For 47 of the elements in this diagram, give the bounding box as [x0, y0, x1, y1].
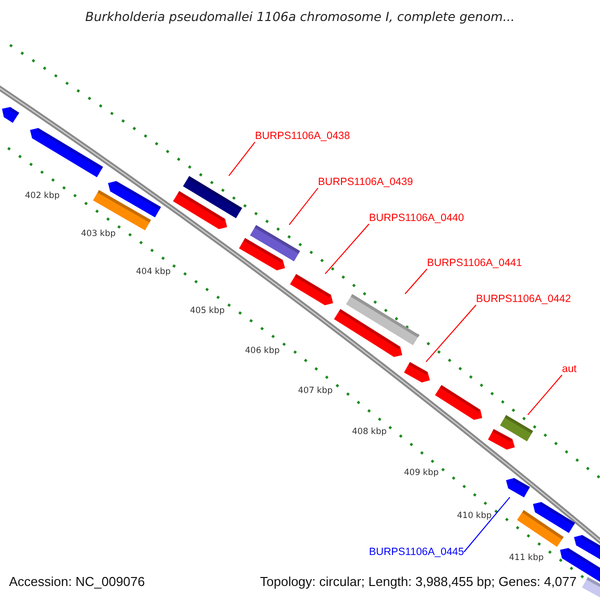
gene-feature — [250, 224, 300, 262]
position-label: 408 kbp — [352, 427, 387, 438]
map-title: Burkholderia pseudomallei 1106a chromosome I, complete genom... — [84, 9, 516, 24]
gene-feature — [2, 107, 20, 124]
gene-feature — [238, 238, 285, 270]
leader-line — [324, 224, 370, 274]
gene-label: BURPS1106A_0438 — [255, 130, 350, 142]
gene-feature — [290, 274, 333, 306]
gene-label: BURPS1106A_0440 — [369, 212, 464, 224]
gene-label: BURPS1106A_0439 — [318, 176, 413, 188]
gene-feature — [346, 294, 420, 346]
gene-feature — [574, 534, 600, 560]
map-info-text: Topology: circular; Length: 3,988,455 bp; Genes: 4,077 — [260, 574, 577, 590]
gene-label: BURPS1106A_0442 — [476, 293, 571, 305]
gene-feature — [516, 510, 564, 547]
position-label: 411 kbp — [509, 553, 544, 564]
gene-label: BURPS1106A_0445 — [369, 546, 464, 558]
gene-feature — [500, 414, 534, 442]
position-label: 405 kbp — [190, 306, 225, 317]
leader-line — [228, 142, 256, 176]
gene-feature — [93, 190, 151, 230]
gene-feature — [172, 190, 227, 229]
gene-feature — [108, 180, 161, 218]
gene-feature — [404, 362, 430, 382]
gene-label: aut — [562, 363, 577, 375]
position-label: 407 kbp — [298, 386, 333, 397]
leader-line — [404, 268, 428, 294]
position-label: 409 kbp — [404, 468, 439, 479]
position-label: 406 kbp — [245, 346, 280, 357]
leader-line — [464, 496, 510, 552]
gene-feature — [182, 176, 242, 218]
gene-feature — [334, 308, 402, 357]
leader-line — [527, 374, 562, 416]
position-label: 410 kbp — [457, 511, 492, 522]
gene-feature — [488, 428, 515, 450]
leader-line — [426, 304, 476, 362]
position-label: 403 kbp — [81, 229, 116, 240]
map-info-text: Accession: NC_009076 — [9, 574, 145, 590]
gene-feature — [582, 576, 600, 598]
gene-feature — [434, 384, 482, 420]
gene-feature — [30, 128, 104, 178]
position-label: 404 kbp — [136, 267, 171, 278]
position-label: 402 kbp — [25, 191, 60, 202]
gene-feature — [506, 478, 530, 498]
leader-line — [288, 188, 318, 226]
gene-feature — [533, 502, 576, 534]
gene-label: BURPS1106A_0441 — [427, 257, 522, 269]
